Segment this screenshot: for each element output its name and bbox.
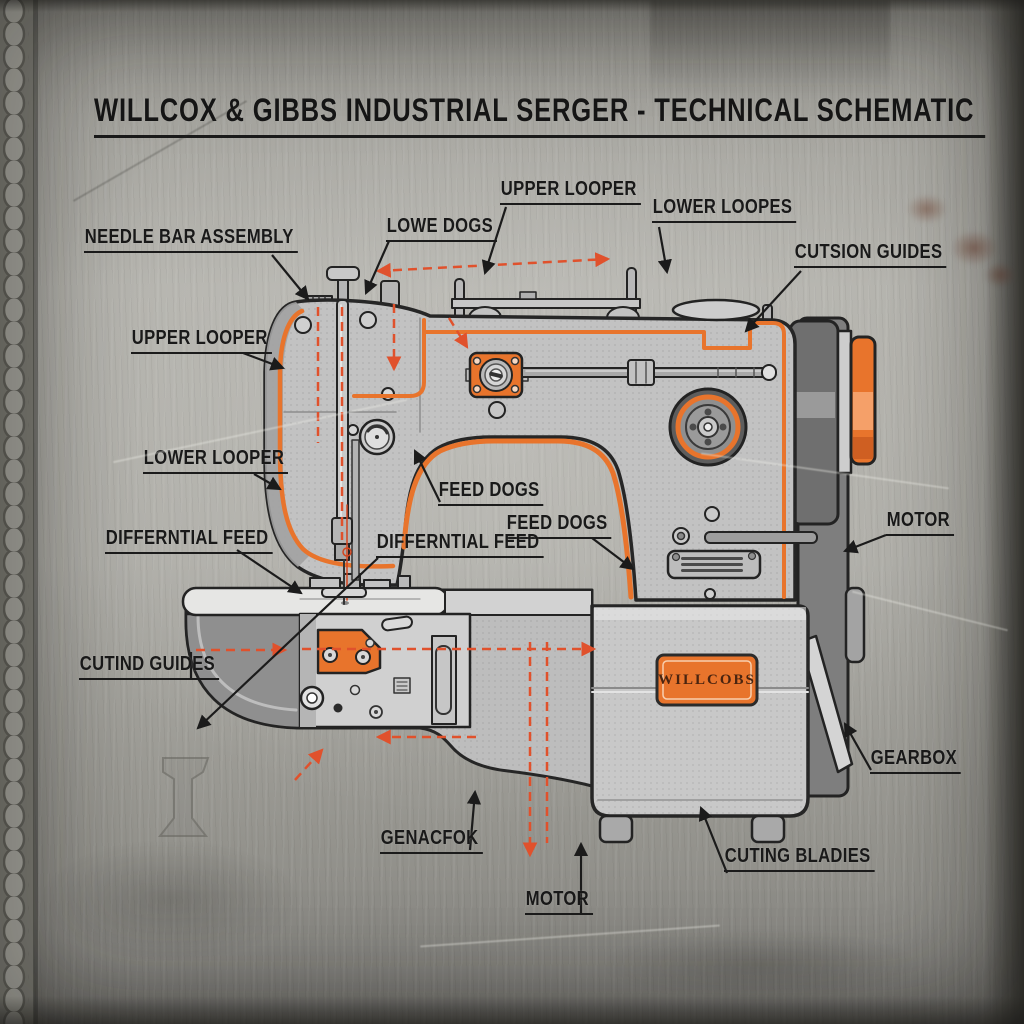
presser-foot (321, 587, 367, 598)
dashed-arrow-diagonal (447, 317, 469, 349)
machine-base (590, 604, 810, 844)
base-foot-left (598, 814, 634, 844)
pulley-shade-band (853, 437, 873, 459)
leader-lower-looper (253, 473, 282, 491)
plate-extension (444, 589, 593, 616)
leader-upper-looper-left (242, 351, 286, 371)
tension-knob-cap (326, 266, 360, 281)
callout-genacfok: GENACFOK (380, 827, 483, 854)
spool-etching-sketch (157, 757, 210, 837)
callout-cuting-bladies: CUTING BLADIES (724, 845, 875, 872)
motor-gearbox-assembly (788, 316, 877, 798)
brand-badge (655, 653, 759, 707)
callout-cutind-guides: CUTIND GUIDES (79, 653, 220, 680)
callout-lowe-dogs: LOWE DOGS (386, 215, 498, 242)
handwheel (668, 387, 748, 467)
arm-screw (488, 401, 506, 419)
dashed-arrow-top (375, 252, 611, 278)
gearbox-output-stub (844, 586, 866, 664)
callout-gearbox: GEARBOX (870, 747, 962, 774)
leader-lowe-dogs (364, 240, 391, 295)
callout-feed-dogs-upper: FEED DOGS (438, 479, 544, 506)
head-screw (359, 311, 377, 329)
head-edge-pipe (277, 308, 396, 569)
callout-lower-loopes: LOWER LOOPES (652, 196, 797, 223)
oval-access-lid (671, 298, 761, 322)
motor-link-rod (704, 531, 818, 544)
dashed-arrow-up-right (294, 748, 324, 781)
callout-motor-right: MOTOR (886, 509, 954, 536)
right-edge-shade (984, 0, 1024, 1024)
callout-upper-looper-top: UPPER LOOPER (500, 178, 641, 205)
pillar-hole (704, 588, 716, 600)
weld-bead-chain (3, 0, 29, 1024)
head-tension-dial (347, 418, 396, 456)
callout-needle-bar-assembly: NEEDLE BAR ASSEMBLY (84, 226, 298, 253)
leader-differntial-feed-center (196, 557, 379, 730)
pillar-details (666, 506, 818, 580)
base-foot-right (750, 814, 786, 844)
crossbar-tab (519, 291, 537, 300)
leader-genacfok (466, 789, 482, 851)
leader-gearbox (843, 722, 872, 771)
pulley-highlight-band (853, 392, 873, 430)
callout-motor-bottom: MOTOR (525, 888, 593, 915)
top-edge-shade (0, 0, 1024, 12)
arm-dome-right (606, 306, 640, 319)
needle-plate (181, 586, 450, 617)
head-inner-pipe (352, 318, 426, 398)
leader-needle-bar (271, 254, 310, 301)
shaft-bracket (627, 359, 655, 386)
head-screw (294, 316, 312, 334)
bottom-edge-shade (0, 996, 1024, 1024)
cloth-lever (381, 615, 413, 632)
stand-crossbar (451, 298, 641, 309)
callout-feed-dogs-lower: FEED DOGS (506, 512, 612, 539)
page-title: WILLCOX & GIBBS INDUSTRIAL SERGER - TECH… (94, 92, 986, 138)
callout-leader-lines (189, 206, 887, 913)
presser-hardware (309, 577, 341, 589)
leader-feed-dogs-upper (413, 449, 441, 503)
brand-badge-text: WILLCOBS (658, 671, 756, 688)
motor-body-cylinder (788, 319, 840, 526)
leader-motor-right (843, 533, 887, 554)
leader-feed-dogs-lower (591, 537, 635, 571)
shaft-end-cap (761, 364, 777, 381)
thread-path-arrows (196, 252, 611, 858)
leader-differntial-feed-left (236, 549, 303, 595)
motor-band (793, 392, 835, 418)
callout-cutsion-guides: CUTSION GUIDES (794, 241, 947, 268)
leader-lower-loopes (657, 226, 672, 275)
callout-differntial-feed-left: DIFFERNTIAL FEED (105, 527, 273, 554)
pulley-flange (836, 329, 853, 475)
leader-cuting-bladies (698, 806, 729, 874)
takeup-plate-and-shaft (465, 351, 777, 419)
callout-upper-looper-left: UPPER LOOPER (131, 327, 272, 354)
underarm-pipe (401, 438, 634, 600)
callout-lower-looper: LOWER LOOPER (143, 447, 289, 474)
gearbox-lever (798, 634, 854, 774)
presser-bar (351, 439, 360, 581)
leader-cutsion-guides (744, 270, 802, 333)
weld-shadow (33, 0, 38, 1024)
bed-assembly (181, 573, 594, 788)
callout-differntial-feed-center: DIFFERNTIAL FEED (376, 531, 544, 558)
